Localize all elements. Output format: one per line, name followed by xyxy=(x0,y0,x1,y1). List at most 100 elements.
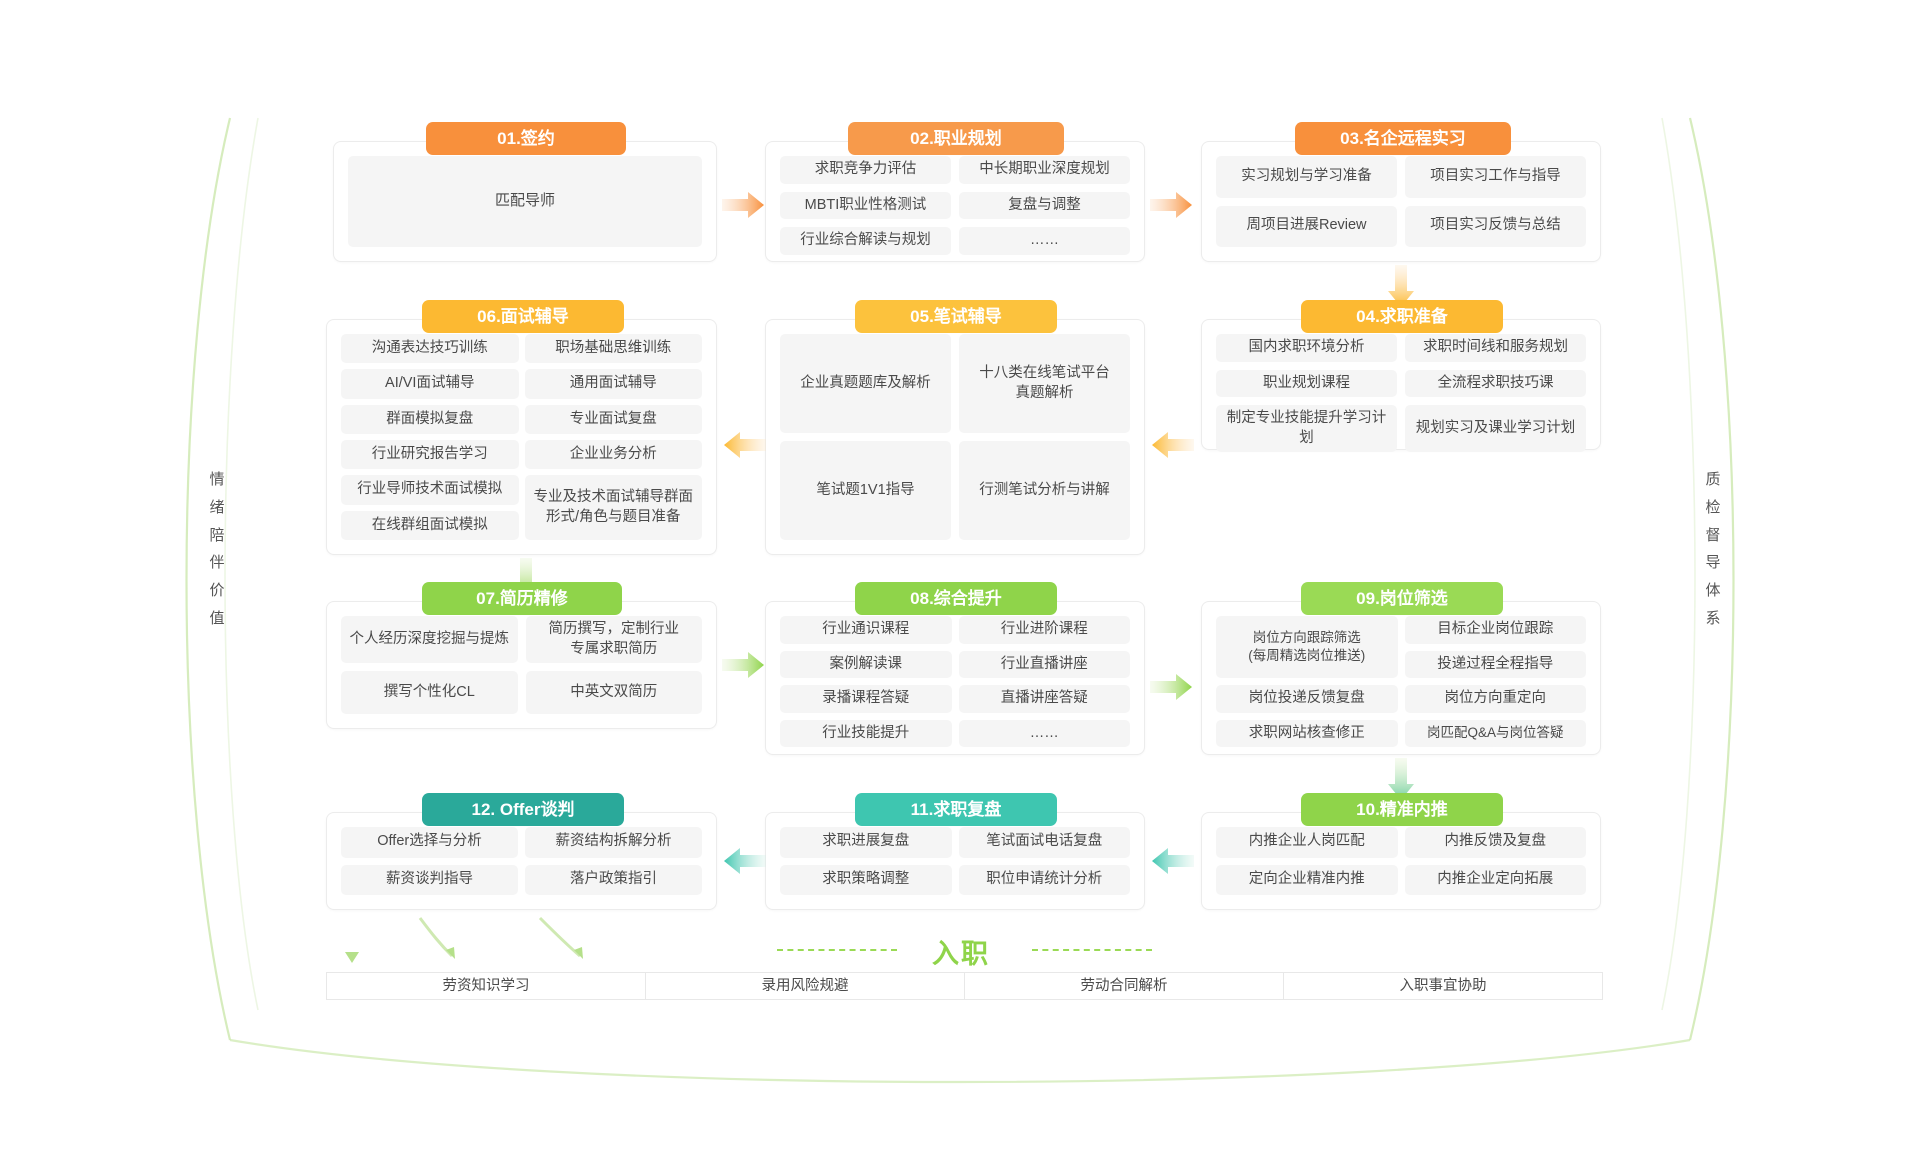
step-item[interactable]: 笔试面试电话复盘 xyxy=(958,827,1130,858)
side-left-char-1: 绪 xyxy=(209,498,225,516)
step-item[interactable]: 岗匹配Q&A与岗位答疑 xyxy=(1404,719,1586,748)
arrow-07-to-08 xyxy=(722,652,764,678)
step-item[interactable]: MBTI职业性格测试 xyxy=(780,191,951,220)
step-card-01[interactable]: 01.签约 匹配导师 xyxy=(333,122,717,262)
step-item[interactable]: 内推企业定向拓展 xyxy=(1404,864,1586,895)
step-item[interactable]: 通用面试辅导 xyxy=(524,369,702,399)
step-item[interactable]: 企业真题题库及解析 xyxy=(780,334,951,433)
step-item[interactable]: 职场基础思维训练 xyxy=(524,334,702,364)
step-item[interactable]: 行业直播讲座 xyxy=(958,650,1130,679)
side-right-char-2: 督 xyxy=(1705,526,1721,544)
step-items-09: 岗位方向跟踪筛选 (每周精选岗位推送) 目标企业岗位跟踪 投递过程全程指导 岗位… xyxy=(1216,616,1586,748)
step-item[interactable]: 国内求职环境分析 xyxy=(1216,334,1397,362)
step-item[interactable]: 复盘与调整 xyxy=(959,191,1130,220)
step-item[interactable]: 内推反馈及复盘 xyxy=(1404,827,1586,858)
step-card-05[interactable]: 05.笔试辅导 企业真题题库及解析 十八类在线笔试平台 真题解析 笔试题1V1指… xyxy=(765,300,1145,555)
step-item[interactable]: 周项目进展Review xyxy=(1216,205,1397,247)
step-title-07: 07.简历精修 xyxy=(422,582,622,615)
arrow-04-to-05 xyxy=(1152,432,1194,458)
step-item[interactable]: 岗位方向跟踪筛选 (每周精选岗位推送) xyxy=(1216,616,1398,679)
step-item[interactable]: 项目实习工作与指导 xyxy=(1405,156,1586,198)
step-item[interactable]: 求职策略调整 xyxy=(780,864,952,895)
step-item[interactable]: …… xyxy=(959,227,1130,255)
step-title-03: 03.名企远程实习 xyxy=(1295,122,1511,155)
step-item[interactable]: …… xyxy=(958,719,1130,748)
step-card-06[interactable]: 06.面试辅导 沟通表达技巧训练 职场基础思维训练 AI/VI面试辅导 通用面试… xyxy=(326,300,717,555)
step-item[interactable]: 求职竞争力评估 xyxy=(780,156,951,184)
arrow-03-to-04 xyxy=(1388,265,1414,307)
arrow-11-to-12 xyxy=(724,848,766,874)
side-label-right: 质 检 督 导 体 系 xyxy=(1700,466,1726,633)
step-item[interactable]: 项目实习反馈与总结 xyxy=(1405,205,1586,247)
step-item[interactable]: 落户政策指引 xyxy=(525,864,702,895)
side-left-char-0: 情 xyxy=(209,471,225,488)
bottom-cell-3[interactable]: 入职事宜协助 xyxy=(1283,972,1603,1000)
step-item[interactable]: 行业研究报告学习 xyxy=(341,440,519,470)
step-item[interactable]: 行业技能提升 xyxy=(780,719,952,748)
step-card-02[interactable]: 02.职业规划 求职竞争力评估 中长期职业深度规划 MBTI职业性格测试 复盘与… xyxy=(765,122,1145,262)
step-item[interactable]: 直播讲座答疑 xyxy=(958,685,1130,713)
arrow-10-to-11 xyxy=(1152,848,1194,874)
step-item[interactable]: 中英文双简历 xyxy=(525,671,702,714)
bottom-cell-0[interactable]: 劳资知识学习 xyxy=(326,972,646,1000)
dashed-line-right xyxy=(1032,949,1152,951)
step-item[interactable]: 群面模拟复盘 xyxy=(341,404,519,434)
step-item[interactable]: 求职网站核查修正 xyxy=(1216,719,1398,748)
step-item[interactable]: 十八类在线笔试平台 真题解析 xyxy=(959,334,1130,433)
step-item[interactable]: 内推企业人岗匹配 xyxy=(1216,827,1398,858)
step-item[interactable]: 行业通识课程 xyxy=(780,616,952,644)
step-item[interactable]: 实习规划与学习准备 xyxy=(1216,156,1397,198)
step-item[interactable]: 全流程求职技巧课 xyxy=(1405,369,1586,398)
step-title-05: 05.笔试辅导 xyxy=(855,300,1057,333)
step-item[interactable]: 投递过程全程指导 xyxy=(1404,650,1586,679)
step-item[interactable]: 目标企业岗位跟踪 xyxy=(1404,616,1586,644)
step-item[interactable]: 录播课程答疑 xyxy=(780,685,952,713)
step-item[interactable]: 制定专业技能提升学习计划 xyxy=(1216,405,1397,453)
step-item[interactable]: 行业进阶课程 xyxy=(958,616,1130,644)
side-label-left: 情 绪 陪 伴 价 值 xyxy=(204,466,230,633)
step-item[interactable]: 求职时间线和服务规划 xyxy=(1405,334,1586,362)
step-item[interactable]: 专业及技术面试辅导群面 形式/角色与题目准备 xyxy=(524,475,702,540)
step-items-08: 行业通识课程 行业进阶课程 案例解读课 行业直播讲座 录播课程答疑 直播讲座答疑… xyxy=(780,616,1130,748)
step-item[interactable]: 行测笔试分析与讲解 xyxy=(959,441,1130,540)
step-item[interactable]: 职业规划课程 xyxy=(1216,369,1397,398)
step-item[interactable]: 简历撰写，定制行业 专属求职简历 xyxy=(525,616,702,664)
step-items-12: Offer选择与分析 薪资结构拆解分析 薪资谈判指导 落户政策指引 xyxy=(341,827,702,895)
step-item[interactable]: 撰写个性化CL xyxy=(341,671,518,714)
step-card-08[interactable]: 08.综合提升 行业通识课程 行业进阶课程 案例解读课 行业直播讲座 录播课程答… xyxy=(765,582,1145,755)
step-item[interactable]: 沟通表达技巧训练 xyxy=(341,334,519,364)
step-item[interactable]: 求职进展复盘 xyxy=(780,827,952,858)
step-item[interactable]: 企业业务分析 xyxy=(524,440,702,470)
step-item[interactable]: 岗位投递反馈复盘 xyxy=(1216,685,1398,713)
step-item[interactable]: 薪资结构拆解分析 xyxy=(525,827,702,858)
step-item[interactable]: 匹配导师 xyxy=(348,156,702,247)
step-card-09[interactable]: 09.岗位筛选 岗位方向跟踪筛选 (每周精选岗位推送) 目标企业岗位跟踪 投递过… xyxy=(1201,582,1601,755)
bottom-band: 劳资知识学习 录用风险规避 劳动合同解析 入职事宜协助 xyxy=(326,972,1603,1000)
step-item[interactable]: 薪资谈判指导 xyxy=(341,864,518,895)
step-card-10[interactable]: 10.精准内推 内推企业人岗匹配 内推反馈及复盘 定向企业精准内推 内推企业定向… xyxy=(1201,793,1601,910)
step-item[interactable]: 在线群组面试模拟 xyxy=(341,510,519,540)
step-card-04[interactable]: 04.求职准备 国内求职环境分析 求职时间线和服务规划 职业规划课程 全流程求职… xyxy=(1201,300,1601,453)
step-item[interactable]: 笔试题1V1指导 xyxy=(780,441,951,540)
bottom-cell-1[interactable]: 录用风险规避 xyxy=(645,972,965,1000)
step-items-04: 国内求职环境分析 求职时间线和服务规划 职业规划课程 全流程求职技巧课 制定专业… xyxy=(1216,334,1586,453)
step-card-12[interactable]: 12. Offer谈判 Offer选择与分析 薪资结构拆解分析 薪资谈判指导 落… xyxy=(326,793,717,910)
step-card-11[interactable]: 11.求职复盘 求职进展复盘 笔试面试电话复盘 求职策略调整 职位申请统计分析 xyxy=(765,793,1145,910)
step-item[interactable]: 案例解读课 xyxy=(780,650,952,679)
step-card-03[interactable]: 03.名企远程实习 实习规划与学习准备 项目实习工作与指导 周项目进展Revie… xyxy=(1201,122,1601,262)
step-item[interactable]: 中长期职业深度规划 xyxy=(959,156,1130,184)
step-title-01: 01.签约 xyxy=(426,122,626,155)
step-item[interactable]: 个人经历深度挖掘与提炼 xyxy=(341,616,518,664)
step-item[interactable]: Offer选择与分析 xyxy=(341,827,518,858)
side-right-char-0: 质 xyxy=(1705,471,1721,488)
bottom-cell-2[interactable]: 劳动合同解析 xyxy=(964,972,1284,1000)
step-card-07[interactable]: 07.简历精修 个人经历深度挖掘与提炼 简历撰写，定制行业 专属求职简历 撰写个… xyxy=(326,582,717,729)
step-item[interactable]: 职位申请统计分析 xyxy=(958,864,1130,895)
step-item[interactable]: AI/VI面试辅导 xyxy=(341,369,519,399)
step-item[interactable]: 岗位方向重定向 xyxy=(1404,685,1586,713)
step-item[interactable]: 规划实习及课业学习计划 xyxy=(1405,405,1586,453)
step-item[interactable]: 行业导师技术面试模拟 xyxy=(341,475,519,505)
step-item[interactable]: 专业面试复盘 xyxy=(524,404,702,434)
step-item[interactable]: 行业综合解读与规划 xyxy=(780,227,951,255)
step-item[interactable]: 定向企业精准内推 xyxy=(1216,864,1398,895)
